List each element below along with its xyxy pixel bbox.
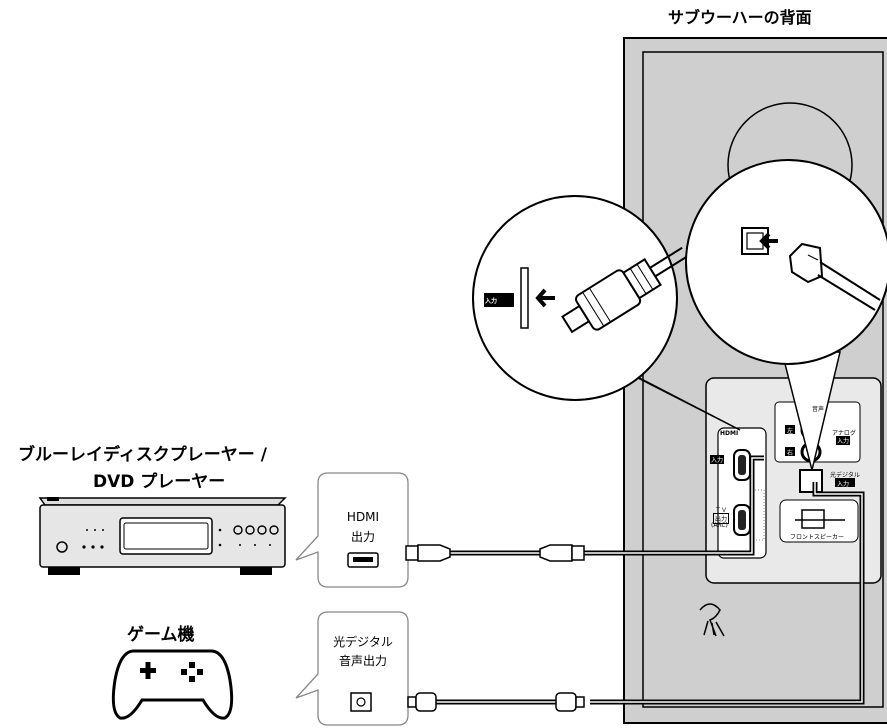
cable-hook <box>699 603 725 637</box>
panel-arc-label: (ARC) <box>711 522 728 529</box>
panel-front-speaker-label: フロントスピーカー <box>790 534 845 541</box>
panel-tv-output-label: 出力 <box>713 513 730 524</box>
panel-analog-label: アナログ <box>832 430 856 437</box>
input-tag-zoom: 入力 <box>485 298 498 305</box>
bluray-label-line1: ブルーレイディスクプレーヤー / <box>18 445 267 465</box>
hdmi-out-label-2: 出力 <box>350 530 375 544</box>
hdmi-zoom-callout <box>472 195 741 431</box>
panel-hdmi-label: HDMI <box>720 430 739 437</box>
subwoofer-back-title: サブウーハーの背面 <box>668 8 812 27</box>
panel-left-label: 左 <box>787 428 794 435</box>
game-label: ゲーム機 <box>127 625 195 645</box>
bluray-label-line2: DVD プレーヤー <box>93 472 226 492</box>
bluray-player <box>38 497 287 575</box>
subwoofer-back-panel <box>623 37 887 724</box>
panel-audio-label: 音声 <box>812 406 825 413</box>
optical-out-label-1: 光デジタル <box>333 635 393 649</box>
panel-right-label: 右 <box>787 450 794 457</box>
hdmi-out-label-1: HDMI <box>346 510 380 524</box>
optical-zoom-callout <box>685 159 887 471</box>
panel-optical-input-label: 入力 <box>837 481 850 488</box>
panel-optical-label: 光デジタル <box>830 472 860 479</box>
optical-out-jack-icon <box>350 692 372 712</box>
optical-output-bubble <box>295 611 409 726</box>
panel-tv-label: ＴＶ <box>715 507 728 514</box>
panel-analog-input-label: 入力 <box>836 436 851 445</box>
optical-cable <box>407 482 865 712</box>
hdmi-output-bubble <box>295 472 409 588</box>
panel-hdmi-input-label: 入力 <box>710 455 725 464</box>
optical-input-port <box>799 469 823 493</box>
game-controller <box>111 649 234 720</box>
hdmi-cable <box>405 455 764 562</box>
optical-out-label-2: 音声出力 <box>338 654 387 668</box>
